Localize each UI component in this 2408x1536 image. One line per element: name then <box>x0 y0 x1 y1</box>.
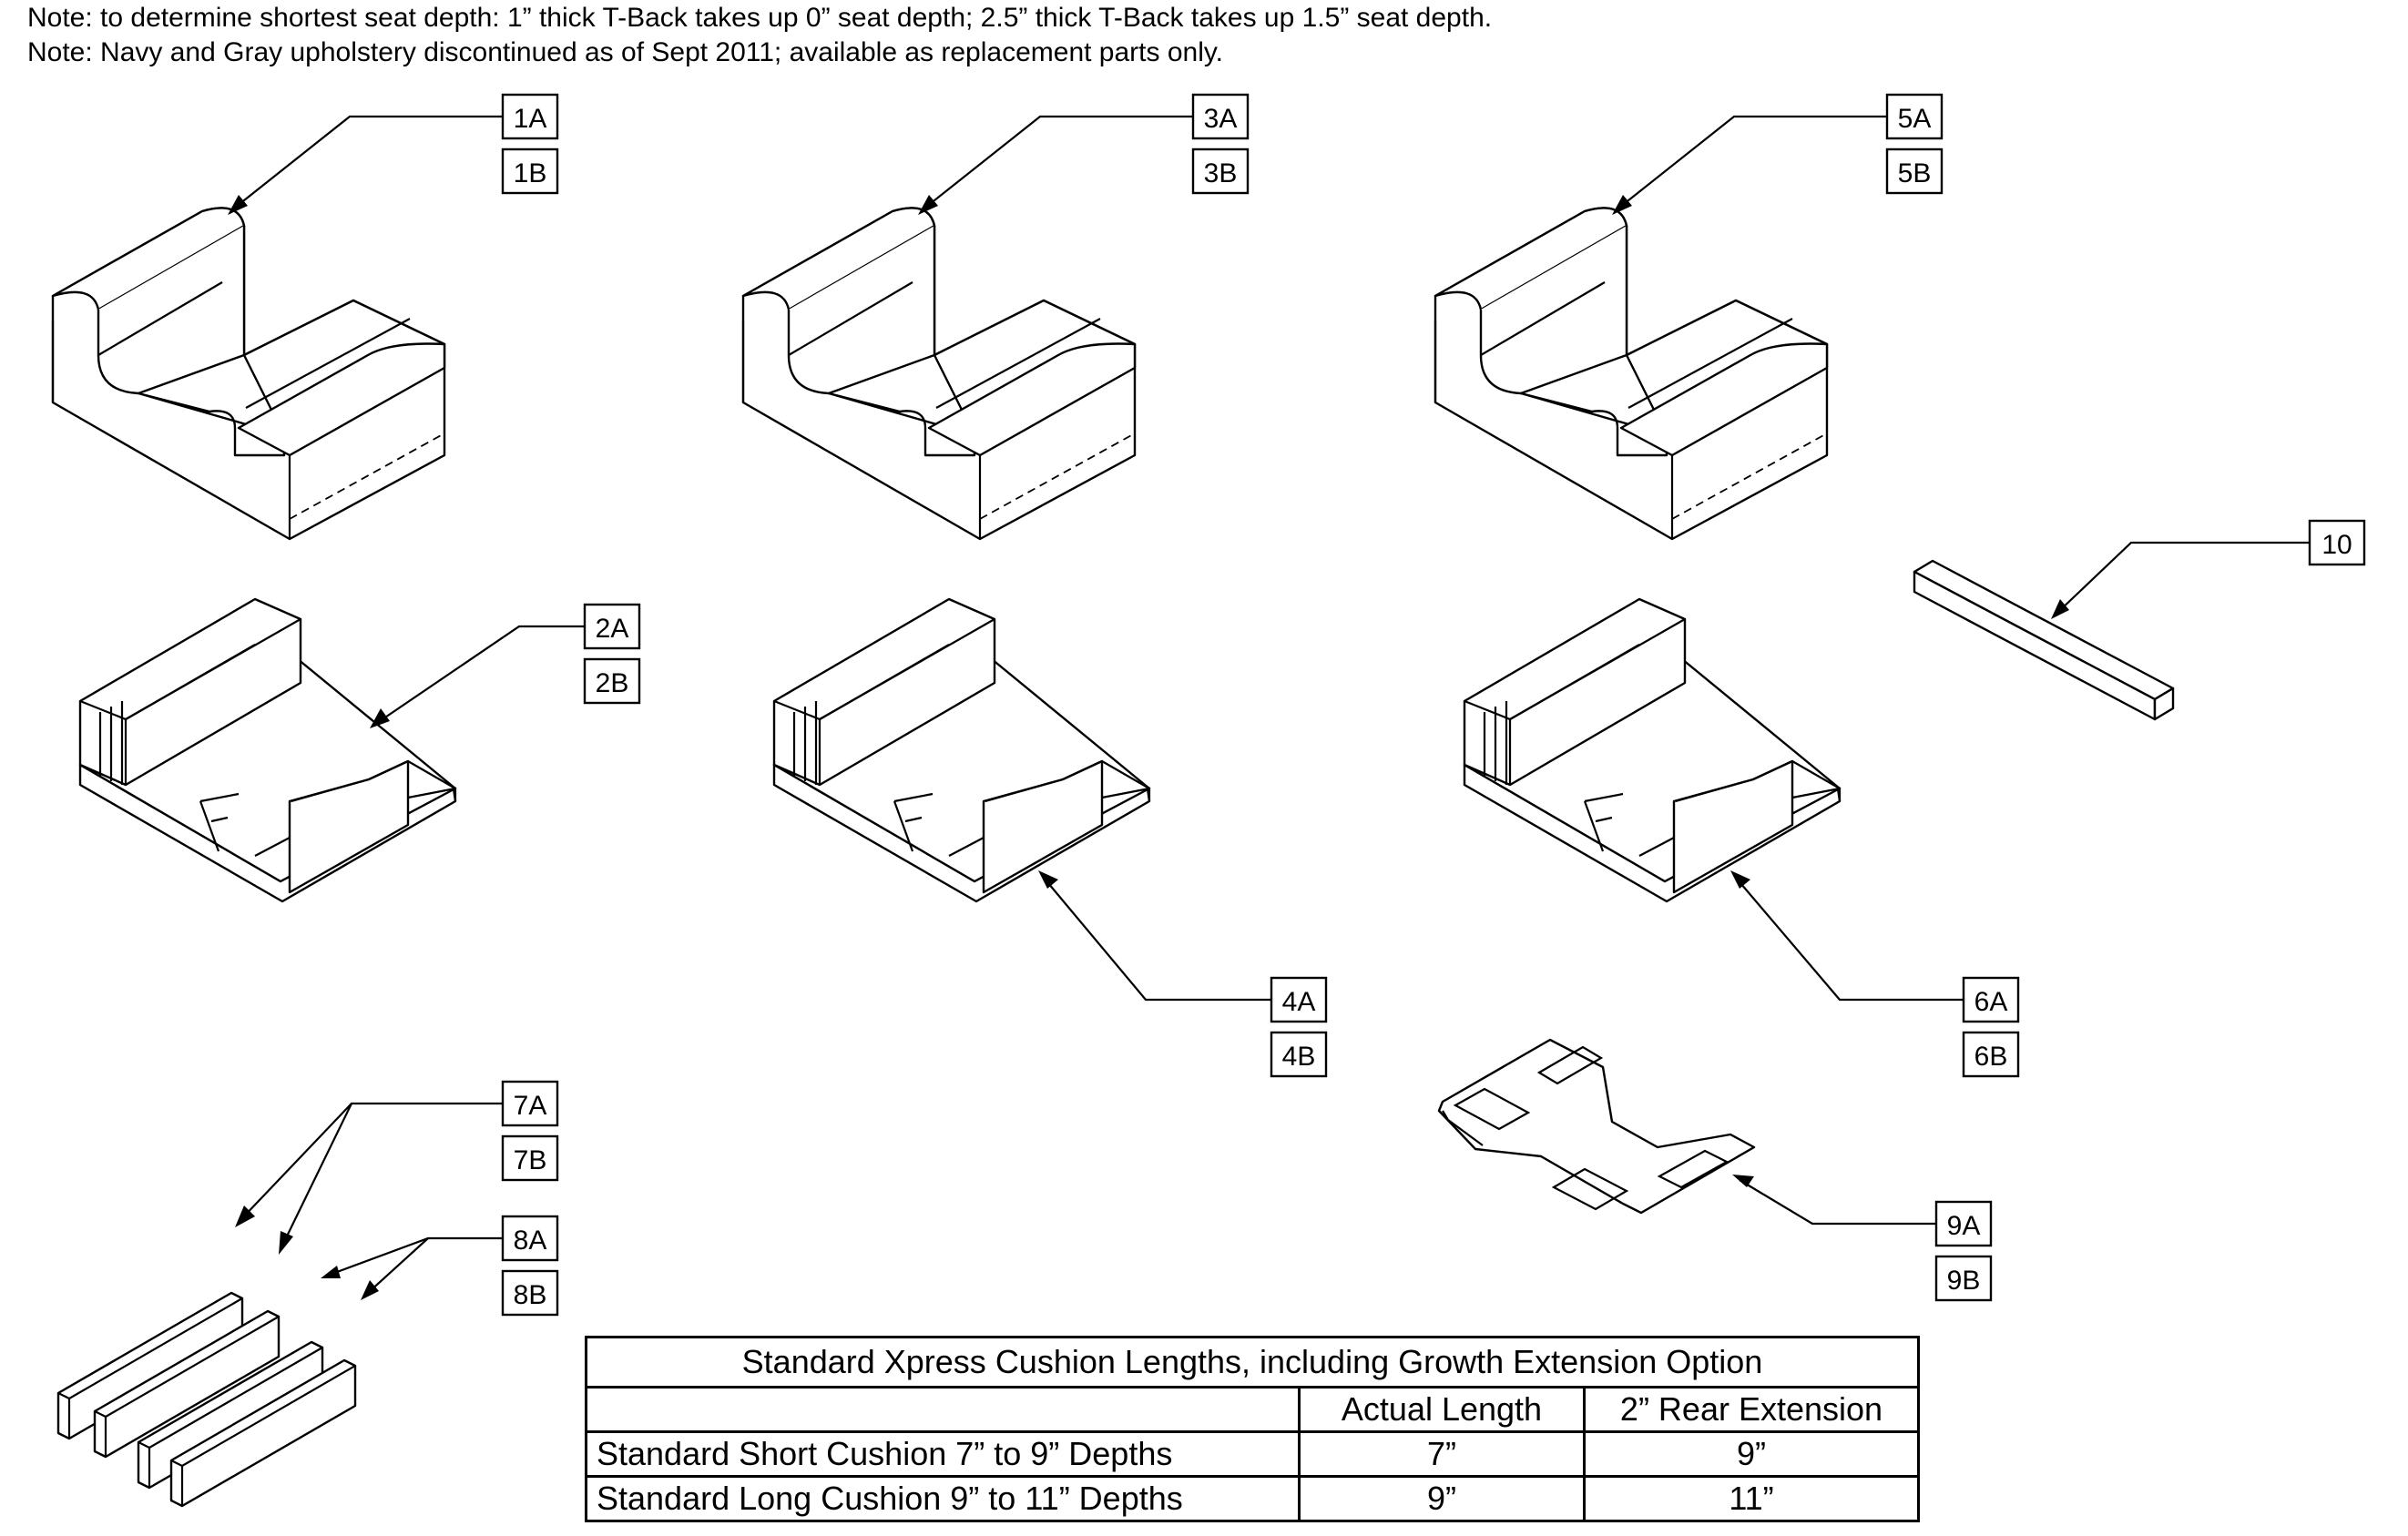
svg-text:6B: 6B <box>1974 1042 2008 1072</box>
table-header-actual-length: Actual Length <box>1298 1386 1586 1433</box>
svg-text:7B: 7B <box>514 1145 547 1175</box>
table-title-row: Standard Xpress Cushion Lengths, includi… <box>585 1336 1920 1389</box>
callout-4b: 4B <box>1270 1031 1328 1078</box>
callout-3b: 3B <box>1191 147 1250 195</box>
part-3-cushion <box>741 207 1137 541</box>
table-header-row: Actual Length 2” Rear Extension <box>585 1386 1920 1433</box>
svg-text:1B: 1B <box>514 158 547 188</box>
svg-text:5A: 5A <box>1898 104 1932 134</box>
table-cell-actual-length: 7” <box>1298 1430 1586 1478</box>
callout-7b: 7B <box>501 1134 559 1182</box>
leader-lines <box>228 115 2310 1300</box>
callout-9b: 9B <box>1934 1255 1993 1302</box>
svg-text:2A: 2A <box>596 614 629 644</box>
svg-text:10: 10 <box>2321 530 2352 560</box>
table-cell-rear-extension: 9” <box>1583 1430 1920 1478</box>
note-seat-depth: Note: to determine shortest seat depth: … <box>27 3 1493 33</box>
table-row: Standard Short Cushion 7” to 9” Depths 7… <box>585 1430 1920 1478</box>
callout-2b: 2B <box>583 657 641 705</box>
table-header-blank <box>585 1386 1301 1433</box>
callout-6b: 6B <box>1962 1031 2020 1078</box>
table-cell-rear-extension: 11” <box>1583 1475 1920 1522</box>
callout-5a: 5A <box>1885 93 1944 140</box>
svg-text:2B: 2B <box>596 668 629 698</box>
svg-text:8B: 8B <box>514 1280 547 1310</box>
callout-10: 10 <box>2308 519 2366 566</box>
table-cell-actual-length: 9” <box>1298 1475 1586 1522</box>
callout-3a: 3A <box>1191 93 1250 140</box>
callout-2a: 2A <box>583 603 641 650</box>
table-title: Standard Xpress Cushion Lengths, includi… <box>585 1336 1920 1389</box>
table-row: Standard Long Cushion 9” to 11” Depths 9… <box>585 1475 1920 1522</box>
part-2-seat-pan <box>78 597 457 903</box>
cushion-lengths-table: Standard Xpress Cushion Lengths, includi… <box>585 1336 1920 1522</box>
svg-text:8A: 8A <box>514 1226 547 1256</box>
svg-text:4B: 4B <box>1282 1042 1316 1072</box>
svg-text:6A: 6A <box>1974 987 2008 1017</box>
svg-text:3B: 3B <box>1204 158 1238 188</box>
part-6-seat-pan <box>1463 597 1842 903</box>
callout-9a: 9A <box>1934 1200 1993 1247</box>
svg-text:4A: 4A <box>1282 987 1316 1017</box>
callout-5b: 5B <box>1885 147 1944 195</box>
callout-1b: 1B <box>501 147 559 195</box>
svg-text:5B: 5B <box>1898 158 1932 188</box>
part-10-bar <box>1913 559 2175 721</box>
table-header-rear-extension: 2” Rear Extension <box>1583 1386 1920 1433</box>
callout-1a: 1A <box>501 93 559 140</box>
svg-text:7A: 7A <box>514 1091 547 1121</box>
callout-8a: 8A <box>501 1215 559 1262</box>
part-9-plate <box>1437 1038 1756 1215</box>
callout-7a: 7A <box>501 1080 559 1127</box>
svg-text:9A: 9A <box>1947 1211 1981 1241</box>
part-1-cushion <box>51 207 446 541</box>
part-5-cushion <box>1434 207 1829 541</box>
svg-text:9B: 9B <box>1947 1266 1981 1296</box>
svg-text:3A: 3A <box>1204 104 1238 134</box>
svg-text:1A: 1A <box>514 104 547 134</box>
callout-8b: 8B <box>501 1269 559 1317</box>
table-cell-cushion: Standard Long Cushion 9” to 11” Depths <box>585 1475 1301 1522</box>
note-upholstery: Note: Navy and Gray upholstery discontin… <box>27 37 1223 67</box>
table-cell-cushion: Standard Short Cushion 7” to 9” Depths <box>585 1430 1301 1478</box>
part-4-seat-pan <box>772 597 1151 903</box>
callout-6a: 6A <box>1962 976 2020 1023</box>
callout-4a: 4A <box>1270 976 1328 1023</box>
